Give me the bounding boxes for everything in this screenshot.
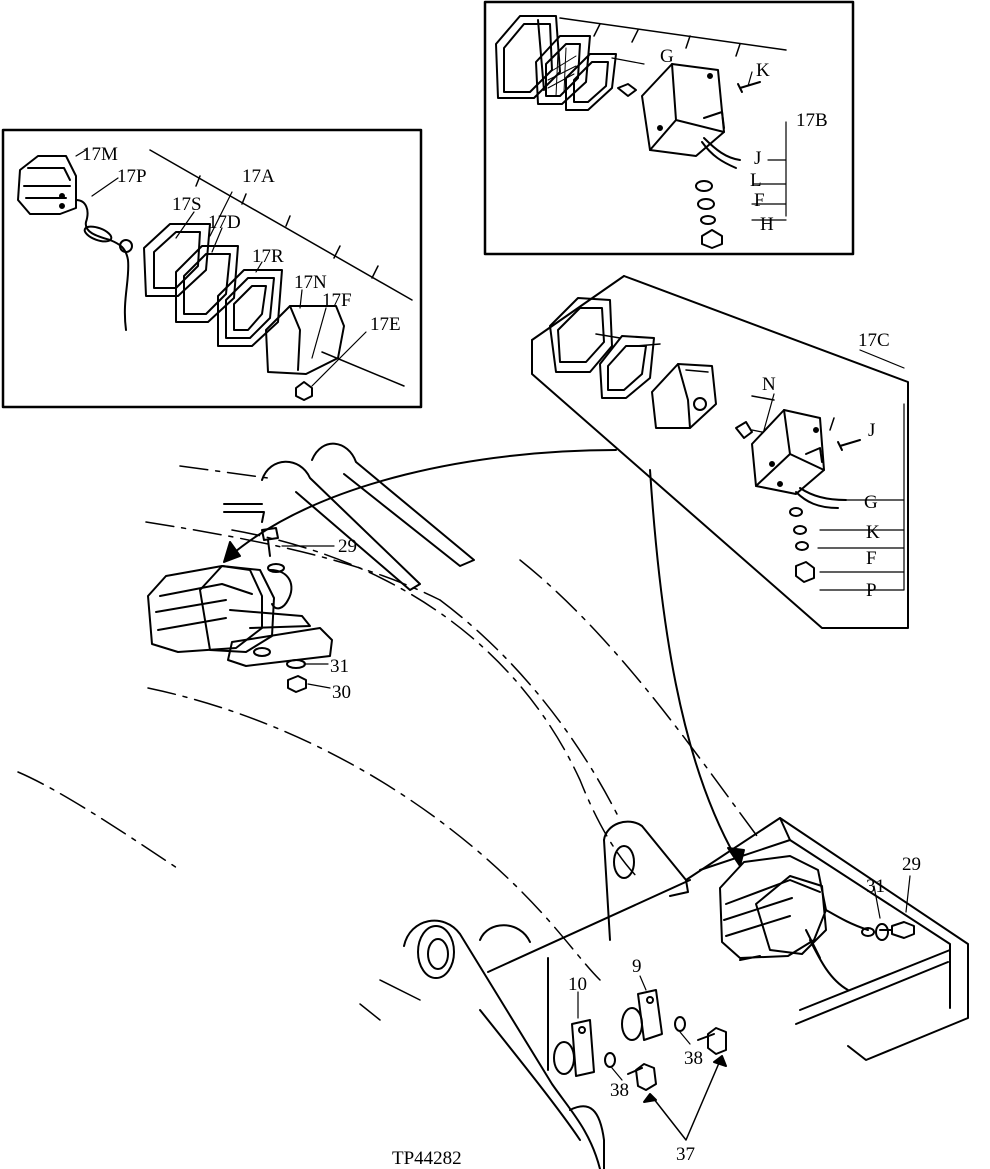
nut-30-left [287, 675, 307, 693]
bolt-29-left [261, 527, 279, 557]
callout-G2: G [864, 492, 878, 513]
callout-37: 37 [676, 1144, 695, 1165]
wire-g [795, 487, 847, 509]
housing-17c [751, 409, 825, 495]
bracket-9 [621, 975, 663, 1041]
bolt-29-right [879, 921, 915, 939]
figure-id: TP44282 [392, 1148, 462, 1169]
washer-38-a [674, 1016, 686, 1032]
housing-17n [265, 305, 405, 387]
callout-17P: 17P [117, 166, 147, 187]
callout-17M: 17M [82, 144, 118, 165]
washer-f [697, 198, 715, 210]
callout-H: H [760, 214, 774, 235]
callout-31-left: 31 [330, 656, 349, 677]
callout-17B: 17B [796, 110, 828, 131]
bolt-37-b [627, 1063, 657, 1091]
inset-17c-frame [531, 275, 909, 629]
washer-l [695, 180, 713, 192]
callout-17D: 17D [208, 212, 241, 233]
bracket-10 [553, 991, 595, 1077]
lamp-housing-17m [17, 155, 77, 215]
left-lamp-assembly [147, 563, 333, 667]
callout-J2: J [868, 420, 875, 441]
callout-17C: 17C [858, 330, 890, 351]
callout-G: G [660, 46, 674, 67]
callout-31-right: 31 [866, 876, 885, 897]
washer-31-left [286, 659, 306, 669]
callout-J: J [754, 148, 761, 169]
callout-29-right: 29 [902, 854, 921, 875]
washer-31-right [875, 923, 889, 941]
grid-lens-17b [535, 35, 591, 105]
boom-plates [223, 442, 475, 591]
callout-38-a: 38 [684, 1048, 703, 1069]
nut-17e [295, 381, 313, 401]
lens-frame-17b [495, 15, 561, 99]
inset-17c: 17C N J G K F P [531, 275, 909, 629]
lens-cover-17c [651, 363, 717, 429]
callout-L: L [750, 170, 762, 191]
lens-17s [143, 223, 211, 297]
boom-outline [17, 465, 761, 981]
inset-17m: 17M 17P 17A 17S 17D 17R 17N 17F 17E [1, 128, 423, 409]
lamp-box [547, 817, 969, 1071]
boom-tip [359, 820, 691, 1169]
housing-17b [641, 63, 725, 157]
callout-30-left: 30 [332, 682, 351, 703]
callout-K: K [756, 60, 770, 81]
washer-k [793, 525, 807, 535]
callout-K2: K [866, 522, 880, 543]
bolt-37-a [697, 1027, 727, 1055]
callout-17N: 17N [294, 272, 327, 293]
gasket-17c [599, 335, 655, 399]
arrow-to-left [229, 449, 617, 557]
bulb-n [735, 421, 753, 439]
bezel-17r [217, 269, 283, 347]
washer-f2 [795, 541, 809, 551]
callout-17A: 17A [242, 166, 275, 187]
callout-17R: 17R [252, 246, 284, 267]
gasket-17b [565, 53, 617, 111]
callout-17E: 17E [370, 314, 401, 335]
nut-p [795, 561, 815, 583]
callout-F: F [754, 190, 765, 211]
screw-j [837, 439, 861, 451]
inset-17m-frame [1, 128, 423, 409]
callout-9: 9 [632, 956, 642, 977]
lens-frame-17c [549, 297, 613, 373]
bulb-g [617, 83, 637, 97]
callout-38-b: 38 [610, 1080, 629, 1101]
right-lamp-assembly [719, 855, 875, 991]
screw-k [737, 81, 761, 93]
callout-P: P [866, 580, 877, 601]
callout-29-left: 29 [338, 536, 357, 557]
wire-j [701, 137, 741, 169]
callout-17S: 17S [172, 194, 202, 215]
callout-10: 10 [568, 974, 587, 995]
callout-17F: 17F [322, 290, 352, 311]
main-assembly: 29 31 30 29 31 9 10 38 38 37 [17, 442, 969, 1169]
washer-38-b [604, 1052, 616, 1068]
callout-F2: F [866, 548, 877, 569]
arrow-to-right [649, 469, 737, 859]
inset-17b-frame [483, 0, 855, 256]
wire-17p [75, 199, 130, 331]
nut-h [701, 229, 723, 249]
gasket-17d [175, 245, 239, 323]
inset-17b: G K 17B J L F H [483, 0, 855, 256]
callout-N: N [762, 374, 776, 395]
